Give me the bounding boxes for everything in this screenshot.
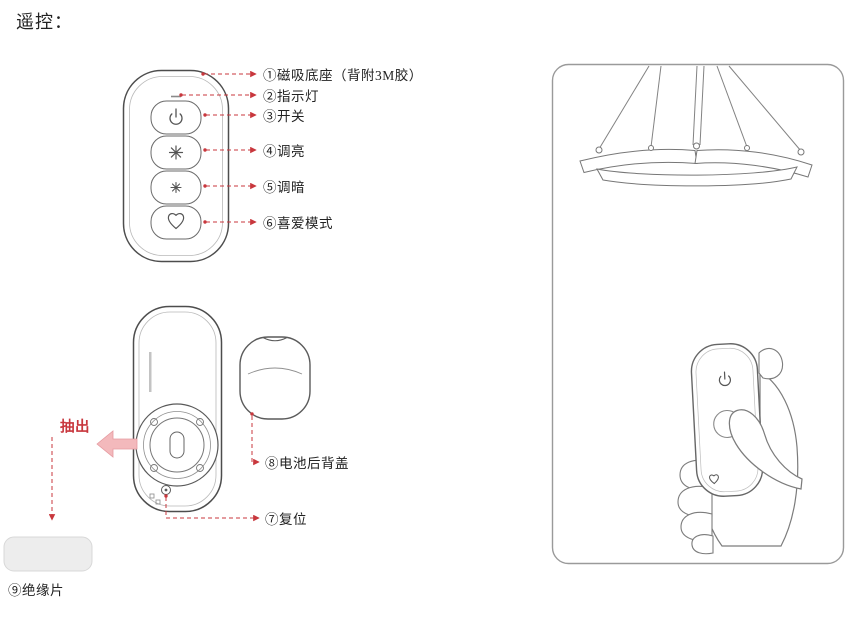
fan-wire <box>699 65 705 146</box>
remote-back-illustration <box>132 305 223 513</box>
callout-label-insulation: ⑨绝缘片 <box>8 583 64 598</box>
fan-connector <box>797 148 805 156</box>
fan-wire <box>650 65 662 148</box>
screw <box>196 464 204 472</box>
fan-connector <box>744 145 750 151</box>
power-icon <box>718 371 731 387</box>
leader-battery-cover <box>251 416 260 466</box>
thumb <box>728 409 803 490</box>
contact-detail <box>149 493 155 499</box>
callout-label-dim: ⑤调暗 <box>263 180 305 195</box>
screw <box>196 418 204 426</box>
callout-label-reset: ⑦复位 <box>265 512 307 527</box>
battery-compartment <box>135 403 219 487</box>
callout-label-brighten: ④调亮 <box>263 144 305 159</box>
callout-label-battery-cover: ⑧电池后背盖 <box>265 456 349 471</box>
index-finger <box>758 347 784 380</box>
brighten-button <box>150 135 202 170</box>
dim-button <box>150 170 202 205</box>
favorite-button <box>150 205 202 240</box>
cover-body <box>239 336 311 420</box>
remote-back-inner-outline <box>138 311 217 507</box>
screw <box>150 418 158 426</box>
callout-label-indicator: ②指示灯 <box>263 89 319 104</box>
pinky-finger <box>691 534 714 555</box>
leader-dots <box>164 72 254 498</box>
fan-connector <box>595 146 603 154</box>
fan-wire <box>728 65 802 152</box>
callout-label-favorite: ⑥喜爱模式 <box>263 216 333 231</box>
ceiling-fan-illustration <box>579 65 813 187</box>
insulation-sheet-illustration <box>3 536 93 572</box>
remote-in-hand <box>690 343 764 497</box>
fan-wire <box>692 65 698 146</box>
fan-connector <box>693 142 700 150</box>
battery-latch <box>169 431 185 459</box>
cover-arc <box>247 367 303 375</box>
remote-front-illustration <box>122 69 230 263</box>
pull-out-label: 抽出 <box>60 419 90 436</box>
callout-label-magnetic-base: ①磁吸底座（背附3M胶） <box>263 68 423 83</box>
battery-cover-illustration <box>239 336 311 420</box>
contact-detail <box>155 499 161 505</box>
callout-label-power: ③开关 <box>263 109 305 124</box>
fan-wire <box>598 65 650 150</box>
hand-with-remote-illustration <box>677 343 803 555</box>
power-button <box>150 100 202 135</box>
fan-wire <box>716 65 748 148</box>
favorite-icon <box>708 474 719 485</box>
brand-text-vertical <box>149 352 152 392</box>
brighten-icon <box>168 145 184 160</box>
fan-connector <box>648 145 654 151</box>
battery <box>149 417 205 473</box>
favorite-icon <box>167 213 185 230</box>
screw <box>150 464 158 472</box>
cover-notch <box>262 337 288 342</box>
pull-out-arrow <box>96 430 138 458</box>
dim-icon <box>170 181 182 194</box>
callout-leaders <box>48 70 260 522</box>
reset-button <box>161 485 171 495</box>
power-icon <box>169 108 183 125</box>
remote-inner-outline <box>129 76 223 256</box>
leader-reset <box>165 497 260 522</box>
page-title: 遥控： <box>16 12 73 32</box>
fan-blade-front <box>596 166 798 187</box>
